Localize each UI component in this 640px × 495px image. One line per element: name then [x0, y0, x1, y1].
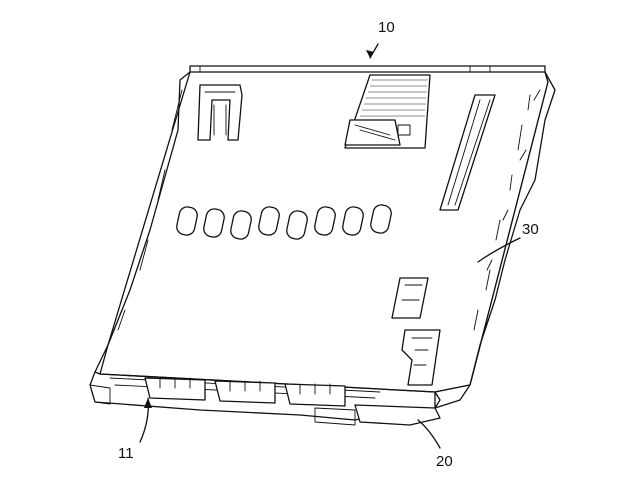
- label-11: 11: [118, 445, 134, 462]
- insulator-housing: [355, 405, 440, 425]
- arrow-11: [144, 398, 152, 408]
- label-10: 10: [378, 19, 395, 36]
- shell-top-rim: [190, 66, 545, 72]
- label-30: 30: [522, 221, 539, 238]
- leader-20: [418, 420, 440, 448]
- label-20: 20: [436, 453, 453, 470]
